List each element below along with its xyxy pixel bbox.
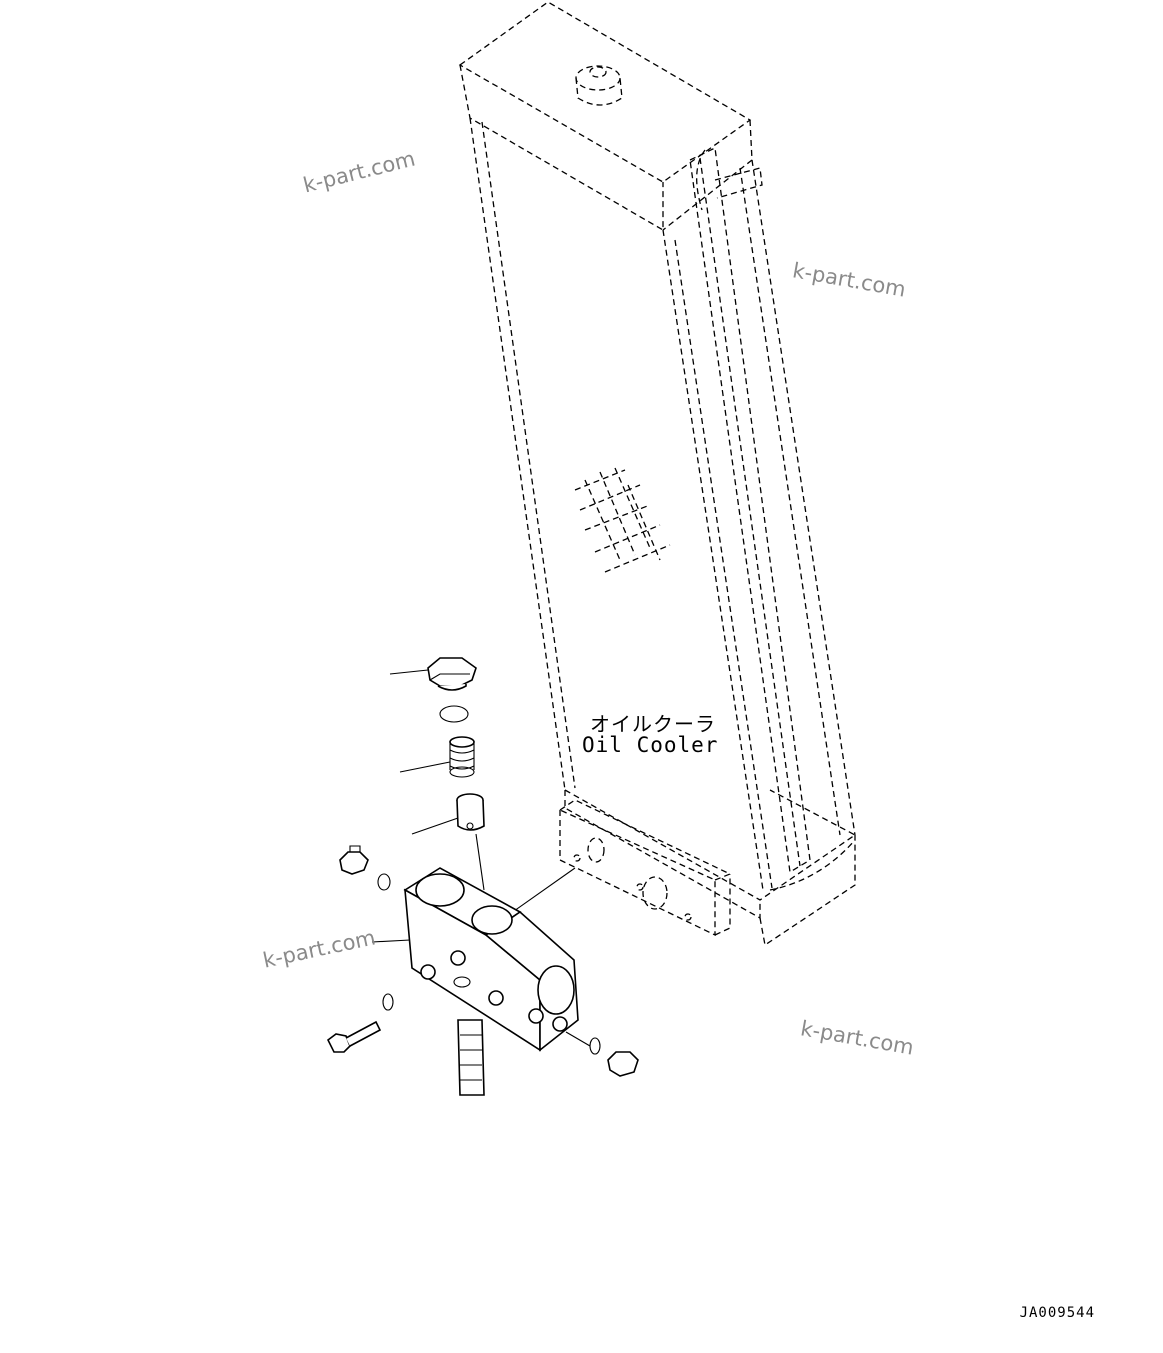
oil-cooler-label-jp: オイルクーラ <box>590 712 716 736</box>
valve-spring <box>399 736 475 778</box>
valve-body <box>371 867 579 1052</box>
oil-cooler-outline <box>458 1 857 947</box>
oil-cooler-label-en: Oil Cooler <box>582 733 719 757</box>
drawing-code: JA009544 <box>1019 1305 1095 1321</box>
mounting-bolt <box>326 993 394 1053</box>
pressure-switch <box>453 976 485 1096</box>
valve-poppet <box>411 793 485 891</box>
o-ring <box>439 705 469 723</box>
valve-cap-plug <box>389 657 477 691</box>
plug-right <box>565 1031 639 1077</box>
plug-left <box>339 845 391 891</box>
